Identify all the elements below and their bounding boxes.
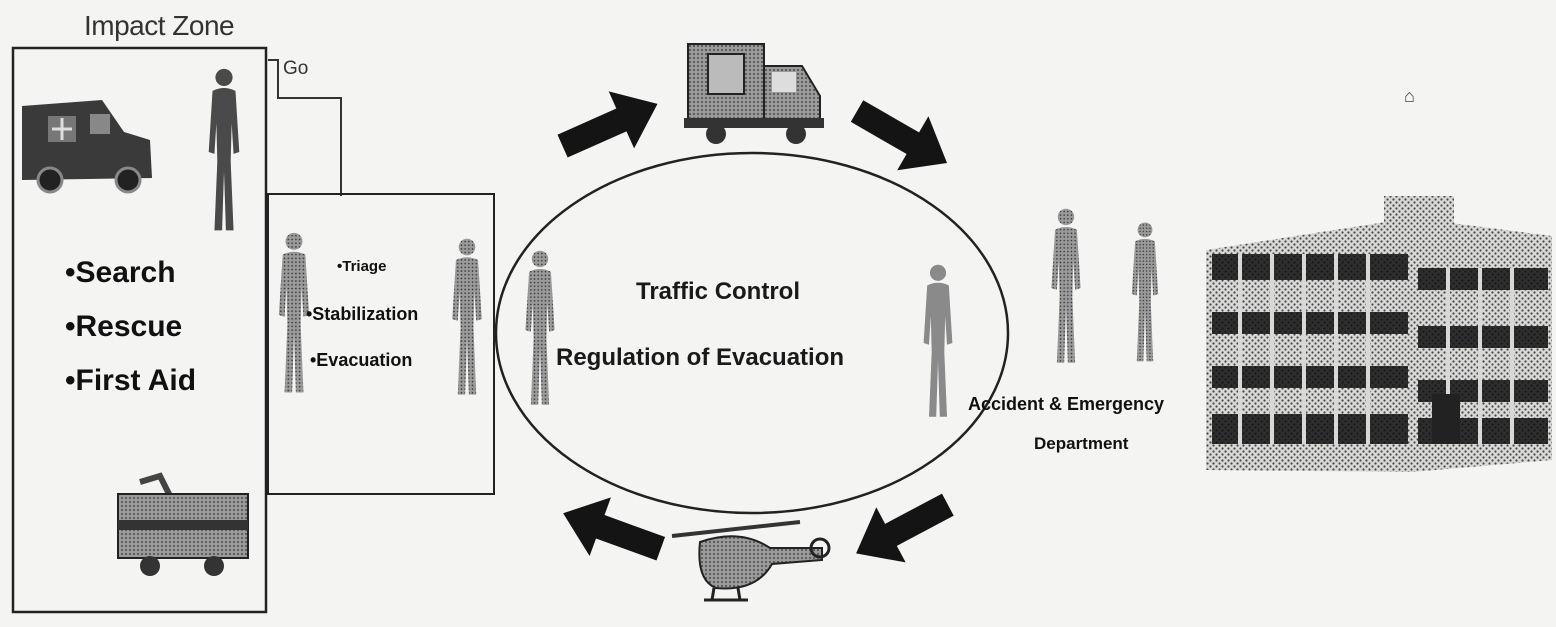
flow-arrow-icon xyxy=(549,75,671,175)
go-label: Go xyxy=(283,58,309,79)
paramedic-figure-icon xyxy=(525,250,555,405)
ambulance-truck-icon xyxy=(684,43,824,144)
nurse-figure-icon xyxy=(1131,222,1159,362)
ambulance-van-icon xyxy=(22,100,152,194)
emergency-department-label-line1: Accident & Emergency xyxy=(968,394,1165,414)
impact-zone-box xyxy=(11,46,268,614)
stray-mark: ⌂ xyxy=(1404,86,1415,106)
casualty-item-stabilization: •Stabilization xyxy=(306,304,419,324)
helicopter-icon xyxy=(671,520,831,602)
paramedic-figure-icon xyxy=(278,232,310,393)
hospital-building-icon xyxy=(1206,196,1552,472)
impact-item-first-aid: •First Aid xyxy=(65,364,197,397)
regulation-of-evacuation-label: Regulation of Evacuation xyxy=(556,344,845,371)
fire-engine-icon xyxy=(117,472,249,576)
casualty-clearing-box xyxy=(267,193,495,495)
flow-arrow-icon xyxy=(841,477,963,581)
impact-zone-title: Impact Zone xyxy=(84,10,235,41)
flow-arrow-icon xyxy=(841,83,963,191)
emergency-department-label-line2: Department xyxy=(1034,434,1129,453)
casualty-item-evacuation: •Evacuation xyxy=(310,350,413,370)
rescuer-figure-icon xyxy=(208,68,240,231)
impact-item-search: •Search xyxy=(65,256,176,289)
traffic-control-label: Traffic Control xyxy=(636,278,801,305)
casualty-item-triage: •Triage xyxy=(337,258,387,275)
go-connector xyxy=(268,59,342,196)
paramedic-figure-icon xyxy=(452,238,482,395)
transport-loop-ellipse xyxy=(494,151,1010,515)
nurse-figure-icon xyxy=(1051,208,1081,363)
impact-item-rescue: •Rescue xyxy=(65,310,183,343)
police-officer-icon xyxy=(923,264,953,417)
